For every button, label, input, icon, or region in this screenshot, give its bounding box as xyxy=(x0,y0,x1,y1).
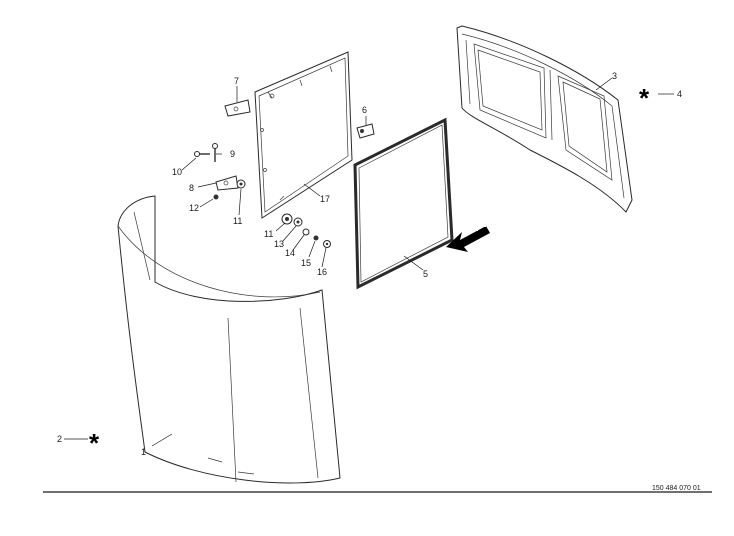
callout-14: 14 xyxy=(285,248,295,258)
door-handle xyxy=(356,123,375,139)
spacer xyxy=(293,217,303,227)
callout-12: 12 xyxy=(189,203,199,213)
callout-9: 9 xyxy=(230,149,235,159)
screw xyxy=(194,151,210,157)
callout-11-upper: 11 xyxy=(233,216,242,226)
callout-6: 6 xyxy=(362,105,367,115)
callout-13: 13 xyxy=(274,239,284,249)
cap-nut xyxy=(323,240,331,248)
callout-labels: 1 2 3 4 5 6 7 8 9 10 11 11 12 13 14 15 1… xyxy=(57,71,682,457)
callout-15: 15 xyxy=(301,258,311,268)
small-nut xyxy=(213,194,219,200)
callout-7: 7 xyxy=(234,76,239,86)
lock-washer xyxy=(302,228,310,236)
window-seal xyxy=(353,117,454,290)
rear-cab-shell xyxy=(456,25,633,213)
door-panel xyxy=(254,51,353,219)
lower-hinge xyxy=(215,175,239,191)
callout-5: 5 xyxy=(423,269,428,279)
leader-lines xyxy=(64,77,674,447)
callout-17: 17 xyxy=(320,194,330,204)
callout-8: 8 xyxy=(189,183,194,193)
callout-3: 3 xyxy=(612,71,617,81)
star-marker-left: * xyxy=(89,428,100,458)
callout-2: 2 xyxy=(57,434,62,444)
washer-lower xyxy=(281,213,293,225)
callout-1: 1 xyxy=(141,447,146,457)
callout-4: 4 xyxy=(677,89,682,99)
star-marker-right: * xyxy=(639,83,650,113)
callout-16: 16 xyxy=(317,267,327,277)
direction-arrow xyxy=(446,222,490,252)
callout-11-lower: 11 xyxy=(264,229,273,239)
washer-upper xyxy=(236,179,246,189)
callout-10: 10 xyxy=(172,167,182,177)
front-windshield xyxy=(117,195,341,484)
upper-hinge xyxy=(224,99,251,117)
nut xyxy=(313,235,319,241)
hinge-pin xyxy=(212,143,218,162)
reference-number: 150 484 070 01 xyxy=(652,485,701,492)
